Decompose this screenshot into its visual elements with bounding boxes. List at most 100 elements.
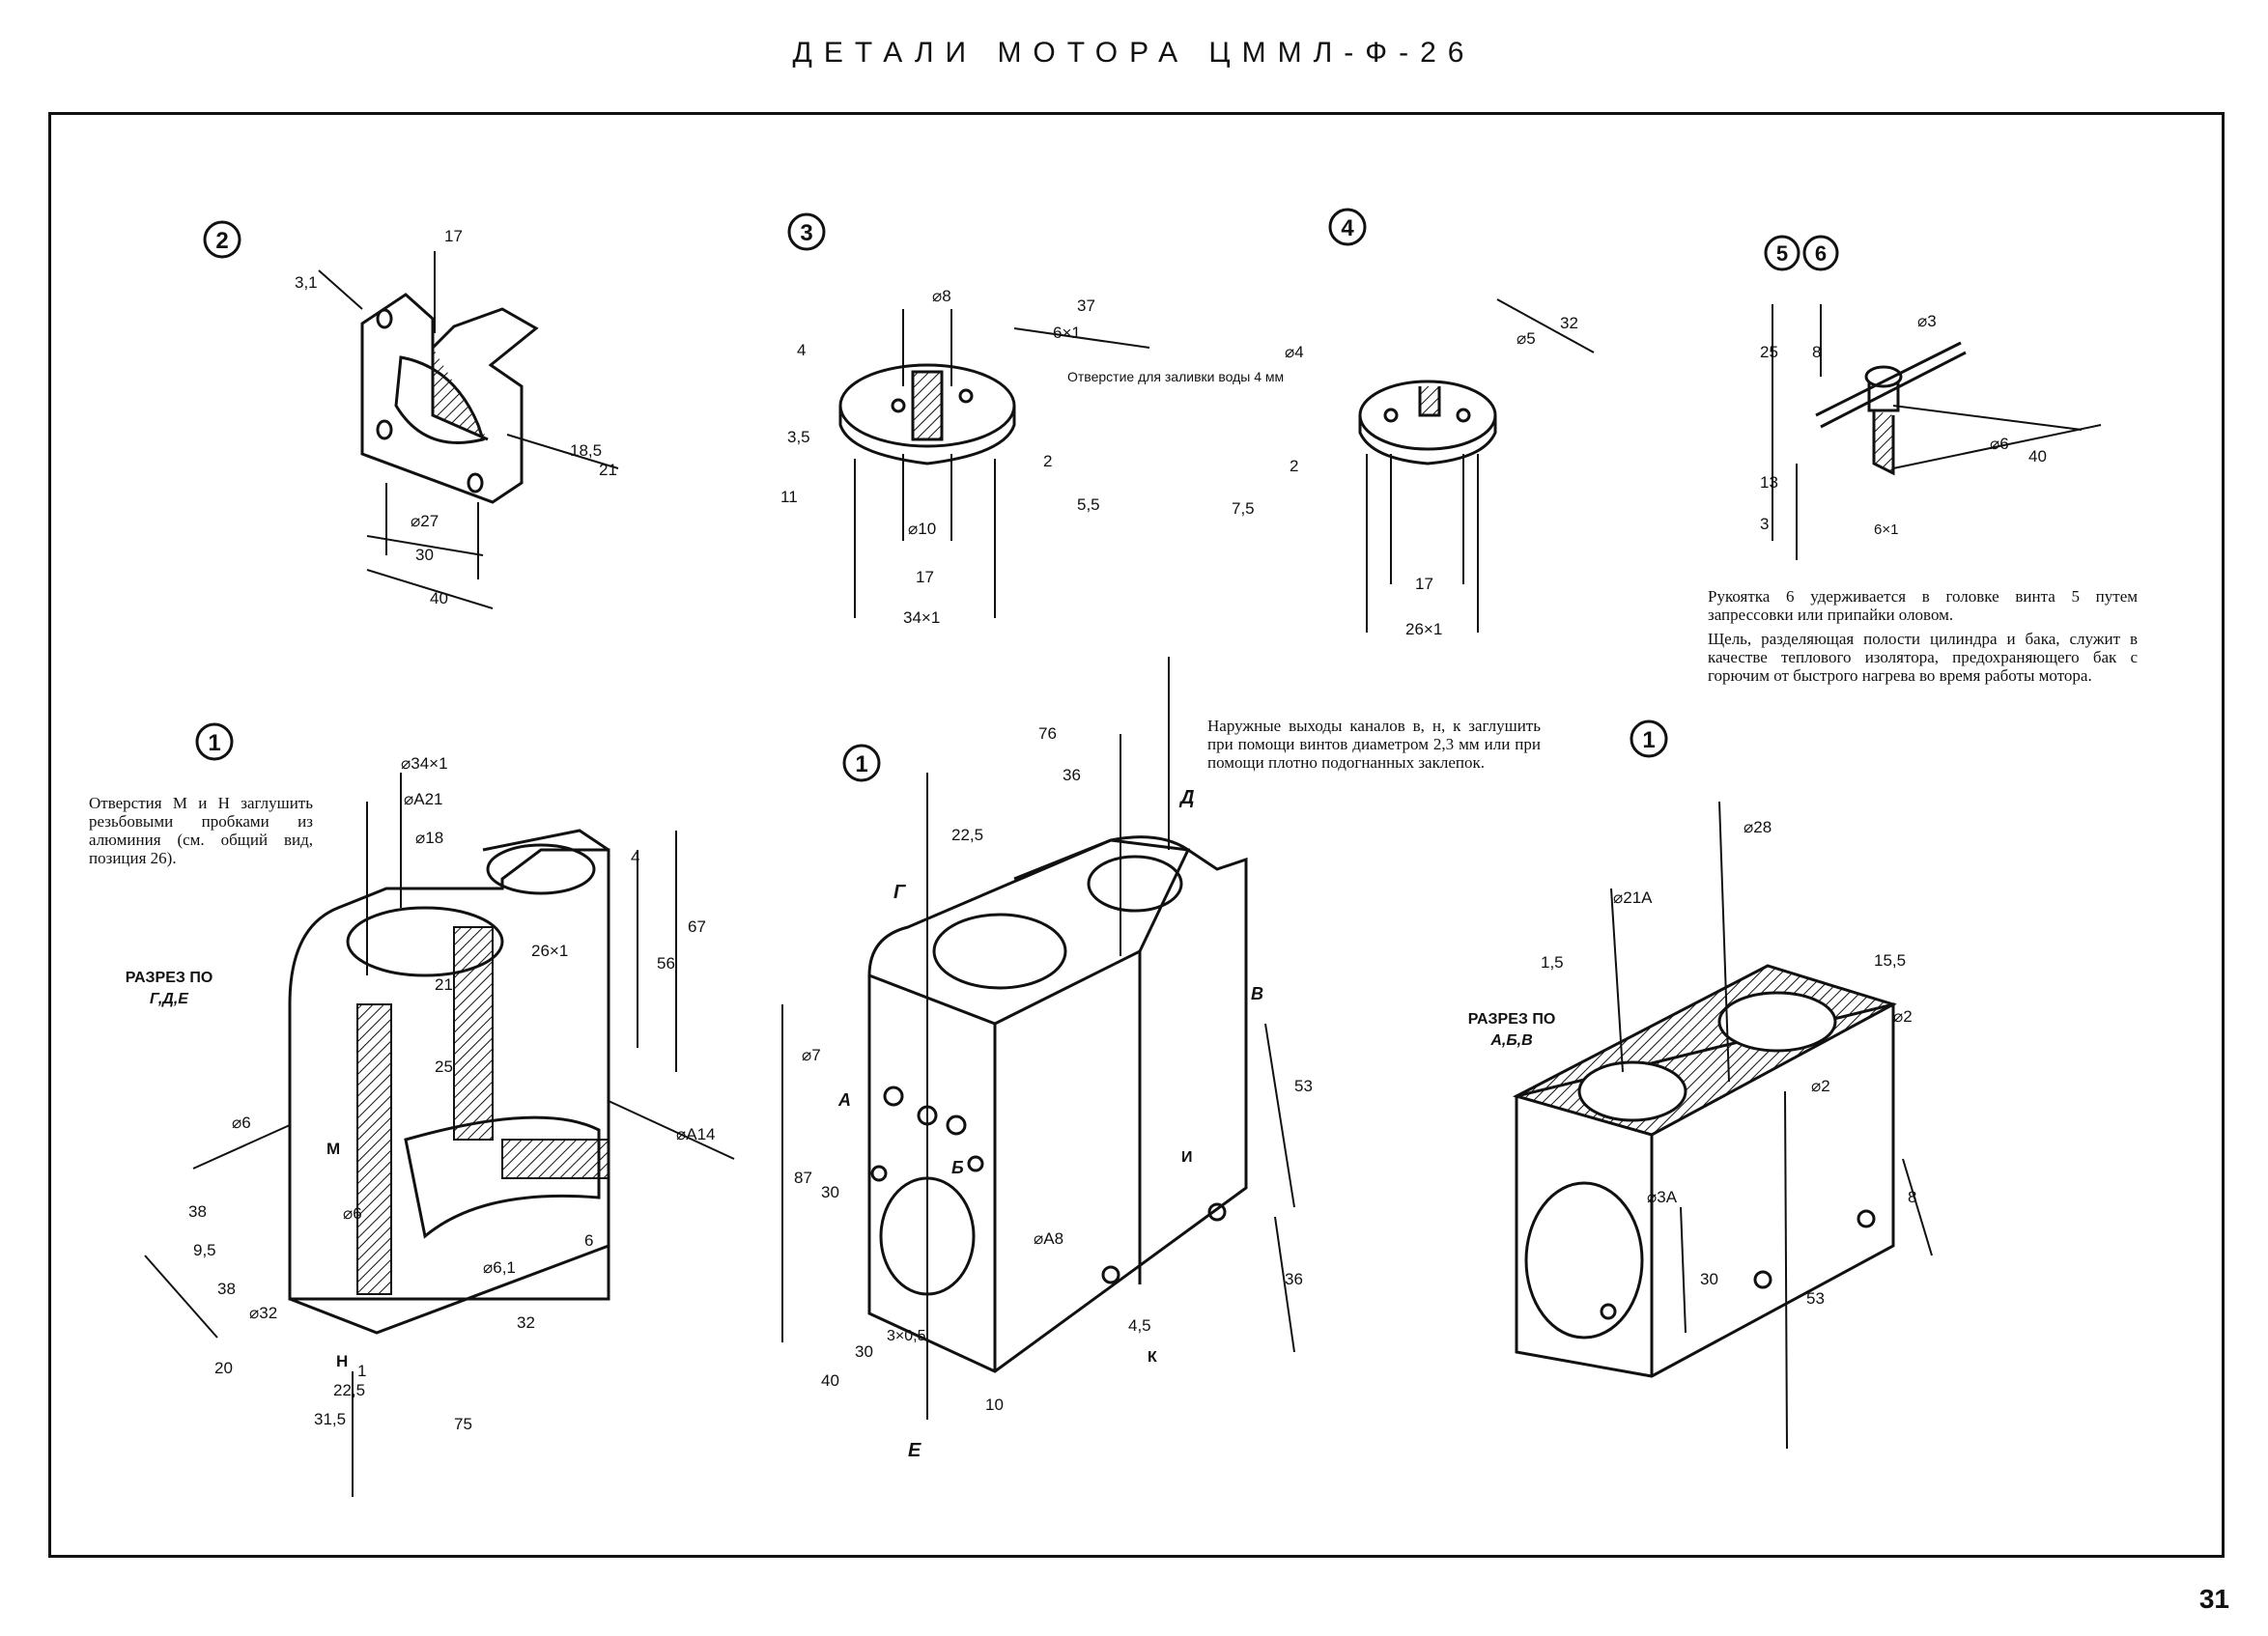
section-label-right-planes: А,Б,В bbox=[1490, 1032, 1533, 1049]
dim-label: 8 bbox=[1908, 1188, 1916, 1206]
dim-label: 20 bbox=[214, 1359, 233, 1377]
dim-label: ⌀18 bbox=[415, 829, 443, 847]
part-number-circle bbox=[195, 722, 234, 761]
letter-M: М bbox=[326, 1140, 340, 1158]
dim-label: 26×1 bbox=[1405, 620, 1442, 638]
dim-label: 21 bbox=[435, 975, 453, 994]
dim-label: 30 bbox=[821, 1183, 839, 1201]
part-3-drawing: 3 ⌀8 37 6×1 4 3,5 11 2 5,5 ⌀10 17 34×1 О… bbox=[780, 212, 1284, 627]
note-channel-exits: Наружные выходы каналов в, н, к заглушит… bbox=[1207, 717, 1541, 777]
dim-label: ⌀34×1 bbox=[401, 754, 448, 773]
dim-label: ⌀6 bbox=[1990, 435, 2009, 453]
dim-label: 40 bbox=[821, 1371, 839, 1390]
dim-label: 17 bbox=[1415, 575, 1433, 593]
drawing-frame bbox=[48, 112, 2225, 1558]
letter-I: И bbox=[1181, 1149, 1193, 1166]
page-number: 31 bbox=[2198, 1584, 2229, 1614]
dim-label: 1,5 bbox=[1541, 953, 1564, 972]
dim-label: 3,1 bbox=[295, 273, 318, 292]
part-number-circle bbox=[842, 744, 881, 782]
dim-label: 4,5 bbox=[1128, 1316, 1151, 1335]
letter-V: В bbox=[1251, 984, 1263, 1003]
part-number-4: 4 bbox=[1341, 215, 1354, 241]
dim-label: 6 bbox=[584, 1231, 593, 1250]
dim-label: 87 bbox=[794, 1169, 812, 1187]
dim-label: 67 bbox=[688, 917, 706, 936]
page-title: ДЕТАЛИ МОТОРА ЦММЛ-Ф-26 bbox=[792, 37, 1476, 69]
dim-label: ⌀21A bbox=[1613, 889, 1653, 907]
dim-label: 4 bbox=[631, 848, 639, 866]
dim-label: 21 bbox=[599, 461, 617, 479]
dim-label: 17 bbox=[444, 227, 463, 245]
dim-label: ⌀4 bbox=[1285, 343, 1304, 361]
section-label-left-planes: Г,Д,Е bbox=[150, 991, 188, 1007]
dim-label: 6×1 bbox=[1874, 522, 1898, 538]
part-number-circle bbox=[1328, 208, 1367, 246]
dim-label: ⌀3 bbox=[1917, 312, 1937, 330]
dim-label: ⌀5 bbox=[1517, 329, 1536, 348]
dim-label: 30 bbox=[415, 546, 434, 564]
part-number-5: 5 bbox=[1776, 241, 1788, 266]
dim-label: 11 bbox=[780, 488, 798, 506]
part-number-1c: 1 bbox=[1642, 727, 1655, 753]
dim-label: 36 bbox=[1285, 1270, 1303, 1288]
dim-label: 18,5 bbox=[570, 441, 602, 460]
dim-label: 5,5 bbox=[1077, 495, 1100, 514]
dim-label: 31,5 bbox=[314, 1410, 346, 1428]
dim-label: ⌀A21 bbox=[404, 790, 442, 808]
part-number-circle bbox=[1764, 235, 1800, 271]
letter-B: Б bbox=[951, 1158, 964, 1177]
dim-label: ⌀6 bbox=[343, 1204, 362, 1223]
dim-label: ⌀3A bbox=[1647, 1188, 1678, 1206]
dim-label: 2 bbox=[1043, 452, 1052, 470]
dim-label: 9,5 bbox=[193, 1241, 216, 1259]
dim-label: 8 bbox=[1812, 343, 1821, 361]
note-holes-plug-text: Отверстия М и Н заглушить резьбовыми про… bbox=[89, 794, 313, 867]
part-2-drawing: 2 3,1 17 18,5 21 ⌀27 30 40 bbox=[203, 220, 619, 609]
letter-D: Д bbox=[1178, 787, 1194, 808]
part-1-right-section-drawing: 1 ⌀28 ⌀21A 1,5 15,5 ⌀2 ⌀2 ⌀3A 30 53 8 bbox=[1512, 719, 1933, 1450]
part-1-main-drawing: 1 76 36 22,5 ⌀7 87 30 3×0,5 30 40 10 ⌀A8… bbox=[781, 657, 1313, 1461]
dim-label: ⌀10 bbox=[908, 520, 936, 538]
dim-label: 4 bbox=[797, 341, 806, 359]
note-handle-text: Рукоятка 6 удерживается в головке винта … bbox=[1708, 587, 2138, 624]
dim-label: 3×0,5 bbox=[887, 1328, 926, 1344]
dim-label: ⌀27 bbox=[411, 512, 439, 530]
dim-label: 3 bbox=[1760, 515, 1769, 533]
dim-label: ⌀6 bbox=[232, 1114, 251, 1132]
part-1-section-drawing: 1 ⌀34×1 ⌀A21 ⌀18 4 26×1 67 56 21 25 ⌀A14… bbox=[144, 722, 735, 1497]
dim-label: ⌀7 bbox=[802, 1046, 821, 1064]
dim-label: 22,5 bbox=[333, 1381, 365, 1399]
dim-label: ⌀A8 bbox=[1034, 1229, 1063, 1248]
dim-label: 38 bbox=[188, 1202, 207, 1221]
dim-label: 76 bbox=[1038, 724, 1057, 743]
dim-label: 38 bbox=[217, 1280, 236, 1298]
note-holes-plug: Отверстия М и Н заглушить резьбовыми про… bbox=[89, 794, 313, 873]
section-label-right: РАЗРЕЗ ПО А,Б,В bbox=[1439, 1009, 1584, 1052]
part-number-circle bbox=[787, 212, 826, 251]
dim-label: 7,5 bbox=[1232, 499, 1255, 518]
letter-K: К bbox=[1148, 1349, 1157, 1366]
dim-label: 36 bbox=[1063, 766, 1081, 784]
part-5-6-drawing: 5 6 ⌀3 25 8 13 3 ⌀6 40 6×1 bbox=[1760, 235, 2102, 560]
dim-label: 6×1 bbox=[1053, 324, 1081, 342]
dim-label: 34×1 bbox=[903, 608, 940, 627]
dim-label: 40 bbox=[430, 589, 448, 607]
dim-label: ⌀2 bbox=[1811, 1077, 1830, 1095]
dim-label: 56 bbox=[657, 954, 675, 973]
dim-label: ⌀28 bbox=[1744, 818, 1772, 836]
dim-label: 53 bbox=[1294, 1077, 1313, 1095]
dim-label: 22,5 bbox=[951, 826, 983, 844]
letter-G: Г bbox=[893, 882, 907, 903]
dim-label: ⌀32 bbox=[249, 1304, 277, 1322]
dim-label: 17 bbox=[916, 568, 934, 586]
dim-label: 26×1 bbox=[531, 942, 568, 960]
dim-label: ⌀A14 bbox=[676, 1125, 715, 1143]
dim-label: 30 bbox=[855, 1342, 873, 1361]
dim-label: 30 bbox=[1700, 1270, 1718, 1288]
dim-label: 1 bbox=[357, 1362, 366, 1380]
section-label-right-title: РАЗРЕЗ ПО bbox=[1467, 1011, 1556, 1028]
dim-label: 37 bbox=[1077, 296, 1095, 315]
section-label-left: РАЗРЕЗ ПО Г,Д,Е bbox=[97, 968, 241, 1010]
